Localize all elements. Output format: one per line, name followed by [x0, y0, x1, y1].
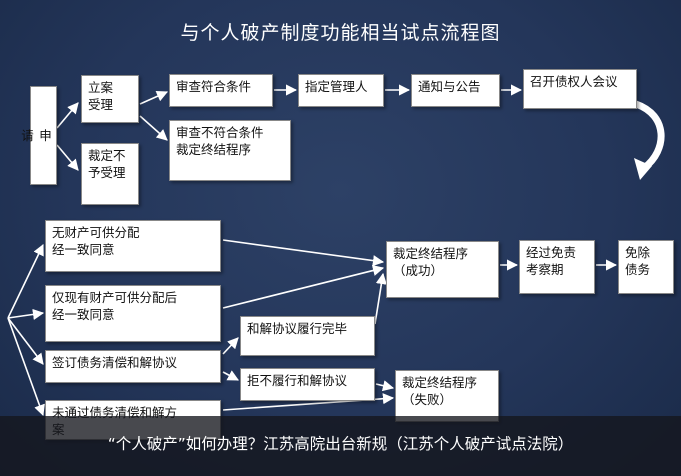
arrow-apply-accept [56, 102, 79, 129]
box-accept: 立案 受理 [81, 75, 139, 123]
arrow-agreement-completed [222, 337, 239, 355]
arrow-accept-compliant [139, 90, 169, 105]
arrow-only-property-success [222, 265, 385, 309]
box-no-property: 无财产可供分配 经一致同意 [45, 220, 221, 272]
arrow-refused-failure [375, 380, 395, 392]
box-noncompliant: 审查不符合条件 裁定终结程序 [169, 120, 291, 181]
box-meeting: 召开债权人会议 [523, 69, 637, 109]
arrow-hub-not-passed [7, 317, 45, 417]
arrow-hub-only-property [7, 308, 45, 320]
box-compliant: 审查符合条件 [169, 74, 273, 107]
arrow-apply-reject [56, 144, 79, 171]
box-exemption-review: 经过免责 考察期 [519, 240, 595, 294]
arrow-hub-no-property [7, 243, 44, 319]
box-sign-agreement: 签订债务清偿和解协议 [45, 350, 221, 383]
box-apply: 申 请 [19, 86, 57, 185]
arrow-accept-noncompliant [139, 115, 168, 141]
arrow-hub-sign-agreement [7, 317, 44, 365]
box-only-property: 仅现有财产可供分配后 经一致同意 [45, 285, 221, 342]
box-end-success: 裁定终结程序 （成功） [386, 241, 499, 298]
box-appoint: 指定管理人 [298, 74, 384, 107]
box-completed: 和解协议履行完毕 [240, 316, 375, 356]
box-notice: 通知与公告 [411, 74, 500, 107]
arrow-completed-success [374, 272, 387, 325]
caption-text: “个人破产”如何办理？江苏高院出台新规（江苏个人破产试点法院） [107, 435, 574, 453]
arrow-no-property-success [222, 239, 385, 267]
box-reject: 裁定不 予受理 [81, 143, 139, 205]
box-refused: 拒不履行和解协议 [240, 368, 375, 401]
arrow-curve-meeting-down [632, 100, 665, 172]
caption-bar [0, 416, 681, 476]
box-end-failure: 裁定终结程序 （失败） [395, 370, 499, 422]
page-title: 与个人破产制度功能相当试点流程图 [180, 22, 501, 44]
arrow-agreement-refused [222, 370, 239, 381]
box-discharge: 免除 债务 [618, 240, 674, 294]
